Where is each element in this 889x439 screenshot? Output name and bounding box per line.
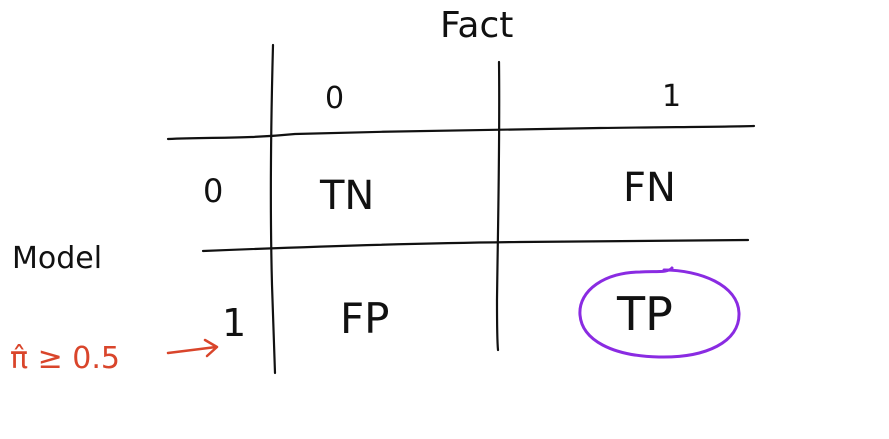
grid-horizontal-top bbox=[166, 124, 756, 141]
cell-false-positive: FP bbox=[340, 294, 390, 343]
model-axis-title: Model bbox=[12, 241, 102, 276]
cell-false-negative: FN bbox=[623, 165, 676, 211]
threshold-label: π̂ ≥ 0.5 bbox=[10, 341, 120, 376]
column-label-0: 0 bbox=[325, 81, 344, 116]
column-label-1: 1 bbox=[662, 79, 681, 114]
grid-horizontal-bottom bbox=[201, 238, 750, 253]
grid-vertical-middle bbox=[495, 60, 501, 352]
row-label-1: 1 bbox=[222, 301, 246, 345]
tp-highlight-circle bbox=[578, 266, 741, 359]
cell-true-negative: TN bbox=[319, 173, 374, 219]
cell-true-positive: TP bbox=[616, 287, 673, 341]
fact-axis-title: Fact bbox=[440, 5, 513, 46]
threshold-arrow-icon bbox=[166, 338, 219, 358]
grid-vertical-left bbox=[269, 43, 277, 375]
row-label-0: 0 bbox=[203, 172, 223, 210]
